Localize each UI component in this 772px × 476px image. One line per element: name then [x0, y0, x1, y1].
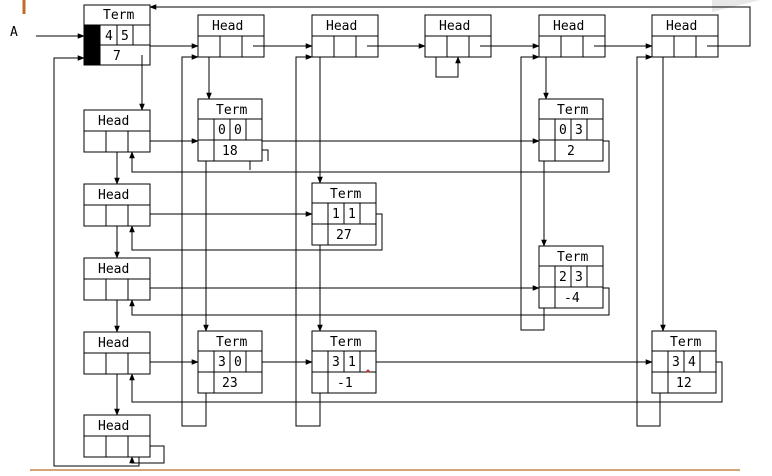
column-head-node-4: Head — [651, 14, 719, 58]
term-node-2-3: Term 2 3 -4 — [538, 245, 604, 309]
term-node-0-0: Term 0 0 18 — [197, 98, 263, 162]
term-row: 0 — [218, 123, 226, 138]
term-value: 12 — [676, 376, 692, 391]
column-head-label: Head — [666, 19, 697, 34]
term-value: 27 — [336, 228, 352, 243]
entry-label: A — [10, 25, 18, 40]
term-col: 1 — [348, 355, 356, 370]
term-value: 2 — [567, 144, 575, 159]
term-col: 3 — [575, 123, 583, 138]
column-head-label: Head — [212, 19, 243, 34]
term-row: 3 — [672, 355, 680, 370]
term-col: 0 — [234, 123, 242, 138]
link-lines — [53, 4, 751, 467]
term-title: Term — [670, 335, 701, 350]
term-node-1-1: Term 1 1 27 — [311, 182, 377, 246]
column-head-node-2: Head — [424, 14, 492, 58]
stray-red-dot — [366, 369, 370, 373]
root-term-node: Term 4 5 7 — [83, 4, 151, 66]
term-value: -4 — [564, 291, 580, 306]
row-head-node-3: Head — [83, 331, 151, 375]
term-row: 0 — [559, 123, 567, 138]
term-value: 23 — [222, 376, 238, 391]
column-head-node-1: Head — [311, 14, 379, 58]
term-row: 1 — [332, 207, 340, 222]
row-head-node-2: Head — [83, 257, 151, 301]
root-term-col: 5 — [121, 29, 129, 44]
root-term-value: 7 — [113, 49, 121, 64]
row-head-label: Head — [98, 188, 129, 203]
term-node-0-3: Term 0 3 2 — [538, 98, 604, 162]
term-row: 3 — [332, 355, 340, 370]
term-title: Term — [557, 103, 588, 118]
column-head-node-3: Head — [538, 14, 606, 58]
term-row: 2 — [559, 270, 567, 285]
row-head-label: Head — [98, 262, 129, 277]
term-col: 0 — [234, 355, 242, 370]
row-head-node-4: Head — [83, 414, 151, 458]
term-title: Term — [557, 250, 588, 265]
term-title: Term — [216, 335, 247, 350]
row-head-label: Head — [98, 419, 129, 434]
column-head-node-0: Head — [197, 14, 265, 58]
term-col: 1 — [348, 207, 356, 222]
column-head-label: Head — [439, 19, 470, 34]
term-title: Term — [216, 103, 247, 118]
term-value: -1 — [337, 376, 353, 391]
term-value: 18 — [222, 144, 238, 159]
term-col: 3 — [575, 270, 583, 285]
column-head-label: Head — [326, 19, 357, 34]
root-term-row: 4 — [105, 29, 113, 44]
term-title: Term — [330, 335, 361, 350]
term-node-3-0: Term 3 0 23 — [197, 330, 263, 394]
term-title: Term — [330, 187, 361, 202]
row-head-label: Head — [98, 336, 129, 351]
term-node-3-4: Term 3 4 12 — [651, 330, 717, 394]
corner-decoration — [712, 0, 760, 12]
term-node-3-1: Term 3 1 -1 — [311, 330, 377, 394]
term-col: 4 — [688, 355, 696, 370]
row-head-node-1: Head — [83, 183, 151, 227]
column-head-label: Head — [553, 19, 584, 34]
row-head-label: Head — [98, 114, 129, 129]
term-row: 3 — [218, 355, 226, 370]
row-head-node-0: Head — [83, 109, 151, 153]
root-term-title: Term — [103, 8, 134, 23]
